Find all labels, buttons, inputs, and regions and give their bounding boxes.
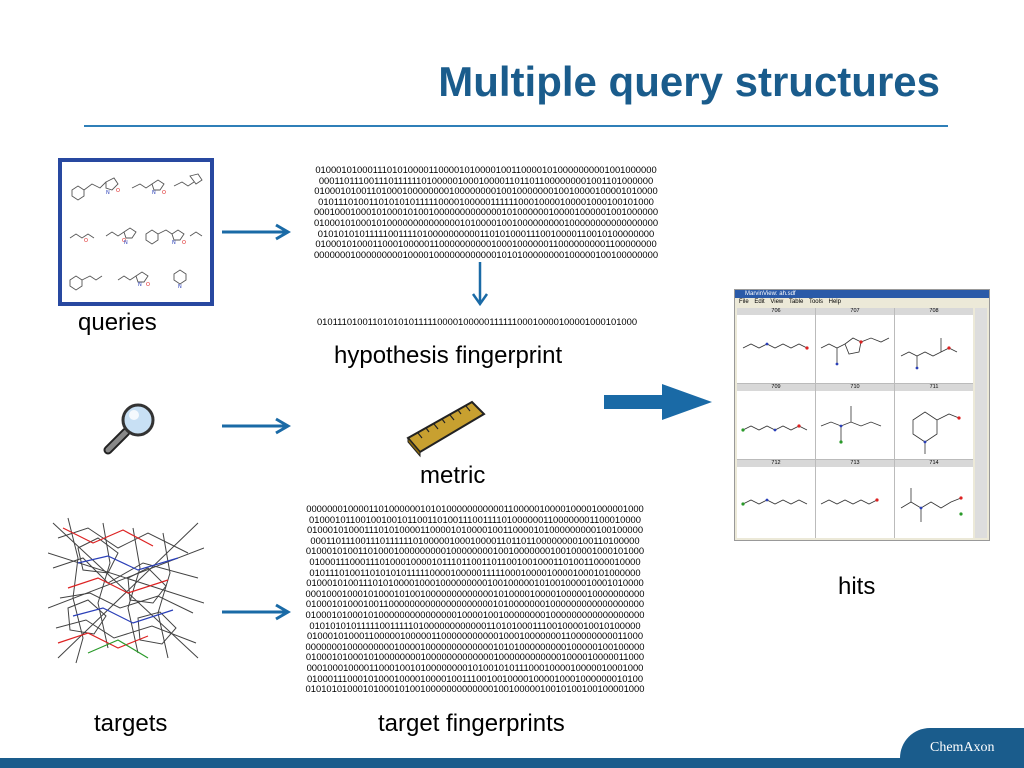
svg-text:O: O bbox=[146, 282, 150, 288]
queries-label: queries bbox=[78, 309, 157, 336]
svg-text:N: N bbox=[138, 282, 142, 288]
svg-text:O: O bbox=[182, 240, 186, 246]
hits-label: hits bbox=[838, 573, 876, 600]
marvinview-title: MarvinView: ah.sdf bbox=[745, 291, 796, 297]
menu-help[interactable]: Help bbox=[828, 299, 841, 305]
footer-logo-background bbox=[900, 728, 1024, 760]
hit-cell-header: 710 bbox=[816, 384, 894, 391]
menu-file[interactable]: File bbox=[739, 299, 749, 305]
svg-text:N: N bbox=[178, 284, 182, 290]
hit-cell-header: 712 bbox=[737, 460, 815, 467]
queries-panel: O O O O O O N N N N N N bbox=[58, 158, 214, 306]
svg-text:N: N bbox=[106, 190, 110, 196]
menu-tools[interactable]: Tools bbox=[808, 299, 823, 305]
metric-arrow bbox=[222, 417, 291, 435]
svg-text:N: N bbox=[124, 240, 128, 246]
hit-cell-header: 711 bbox=[895, 384, 973, 391]
hit-cell-header: 714 bbox=[895, 460, 973, 467]
menu-view[interactable]: View bbox=[770, 299, 784, 305]
hit-cell-header: 707 bbox=[816, 308, 894, 315]
footer-bar bbox=[0, 758, 1024, 768]
target-fingerprints: 0000000100001101000000101010000000000011… bbox=[305, 503, 645, 695]
targets-label: targets bbox=[94, 710, 168, 737]
svg-text:N: N bbox=[172, 240, 176, 246]
title-rule bbox=[84, 125, 948, 127]
metric-label: metric bbox=[420, 462, 486, 489]
queries-arrow bbox=[222, 223, 291, 241]
query-fingerprints: 0100010100011101010000110000101000010011… bbox=[313, 164, 659, 260]
page-title: Multiple query structures bbox=[438, 58, 940, 105]
hit-cell-header: 709 bbox=[737, 384, 815, 391]
hypothesis-fingerprint-bits: 0101110100110101010111110000100000111111… bbox=[316, 316, 638, 327]
marvinview-titlebar: MarvinView: ah.sdf bbox=[735, 290, 989, 298]
svg-text:O: O bbox=[84, 238, 88, 244]
query-structures-image: O O O O O O N N N N N N bbox=[69, 173, 203, 291]
targets-structures-image bbox=[48, 517, 204, 664]
hits-vertical-scrollbar[interactable] bbox=[975, 308, 987, 538]
hit-cell-header: 713 bbox=[816, 460, 894, 467]
down-arrow bbox=[471, 262, 489, 307]
hypothesis-fingerprint-label: hypothesis fingerprint bbox=[334, 342, 563, 369]
menu-edit[interactable]: Edit bbox=[754, 299, 765, 305]
marvinview-window: MarvinView: ah.sdf File Edit View Table … bbox=[734, 289, 990, 541]
hit-structures-image bbox=[737, 308, 973, 538]
marvinview-menubar: File Edit View Table Tools Help bbox=[735, 298, 989, 307]
svg-text:O: O bbox=[116, 188, 120, 194]
svg-text:N: N bbox=[152, 190, 156, 196]
ruler-icon bbox=[406, 400, 486, 458]
hit-cell-header: 708 bbox=[895, 308, 973, 315]
hits-arrow bbox=[604, 384, 712, 420]
svg-text:O: O bbox=[122, 238, 126, 244]
svg-text:O: O bbox=[162, 190, 166, 196]
hits-grid: 706 707 708 709 710 711 712 713 714 bbox=[737, 308, 973, 538]
magnifier-icon bbox=[103, 403, 155, 455]
target-fingerprints-label: target fingerprints bbox=[378, 710, 565, 737]
menu-table[interactable]: Table bbox=[788, 299, 804, 305]
chemaxon-logo: ChemAxon bbox=[930, 740, 995, 755]
hit-cell-header: 706 bbox=[737, 308, 815, 315]
targets-arrow bbox=[222, 603, 291, 621]
